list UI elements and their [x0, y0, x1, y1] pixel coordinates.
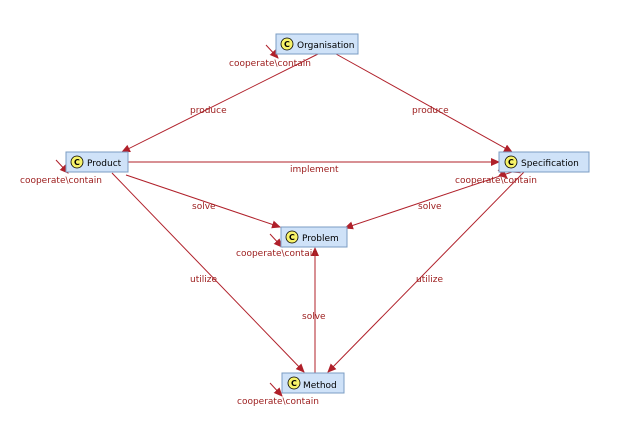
self-arrow-organisation — [265, 44, 279, 59]
edge-spec-method[interactable] — [327, 171, 525, 373]
node-problem[interactable]: C Problem — [280, 226, 348, 248]
node-label: Product — [87, 159, 122, 169]
self-arrow-problem — [269, 233, 283, 248]
self-arrow-method — [269, 382, 283, 397]
role-label-organisation: cooperate\contain — [229, 59, 311, 69]
class-icon-letter: C — [74, 158, 80, 167]
node-product[interactable]: C Product — [65, 151, 129, 173]
node-label: Problem — [302, 234, 339, 244]
edge-label-method-problem: solve — [302, 312, 326, 322]
role-label-product: cooperate\contain — [20, 176, 102, 186]
node-label: Specification — [521, 159, 579, 169]
class-icon — [287, 376, 301, 390]
class-icon-letter: C — [291, 379, 297, 388]
edge-product-method[interactable] — [111, 172, 305, 373]
node-box — [280, 226, 348, 248]
edge-labels: produce produce implement solve solve ut… — [190, 106, 449, 322]
edges — [55, 44, 525, 397]
edge-label-product-problem: solve — [192, 202, 216, 212]
edge-product-problem[interactable] — [125, 174, 281, 229]
node-label: Organisation — [297, 41, 355, 51]
node-method[interactable]: C Method — [281, 372, 345, 394]
class-icon — [504, 155, 518, 169]
role-label-specification: cooperate\contain — [455, 176, 537, 186]
node-label: Method — [303, 381, 337, 391]
class-icon — [280, 37, 294, 51]
edge-org-product[interactable] — [121, 53, 319, 153]
class-icon-letter: C — [284, 40, 290, 49]
edge-label-org-product: produce — [190, 106, 227, 116]
class-icon-letter: C — [289, 233, 295, 242]
edge-label-spec-method: utilize — [416, 275, 443, 285]
class-icon — [70, 155, 84, 169]
class-icon — [285, 230, 299, 244]
class-icon-letter: C — [508, 158, 514, 167]
node-organisation[interactable]: C Organisation — [275, 33, 359, 55]
edge-org-spec[interactable] — [335, 53, 513, 153]
role-label-method: cooperate\contain — [237, 397, 319, 407]
edge-spec-problem[interactable] — [344, 165, 521, 230]
node-box — [275, 33, 359, 55]
edge-label-product-method: utilize — [190, 275, 217, 285]
edge-label-product-spec: implement — [290, 165, 339, 175]
role-label-problem: cooperate\contain — [236, 249, 318, 259]
edge-label-org-spec: produce — [412, 106, 449, 116]
node-specification[interactable]: C Specification — [498, 151, 590, 173]
edge-label-spec-problem: solve — [418, 202, 442, 212]
node-box — [498, 151, 590, 173]
node-box — [65, 151, 129, 173]
